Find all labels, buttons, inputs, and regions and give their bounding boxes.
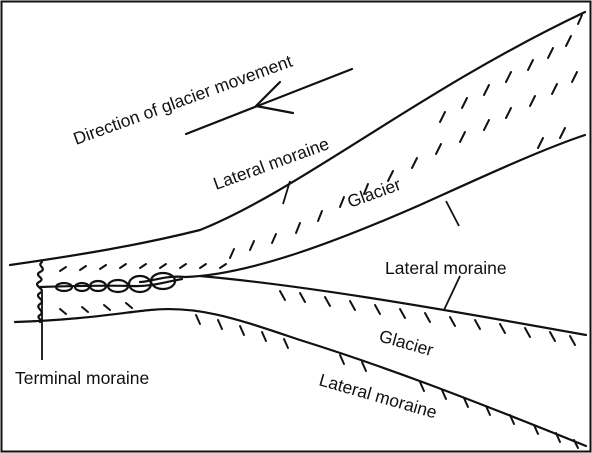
middle-lateral-moraine-hatching bbox=[280, 291, 575, 345]
glacier-lower-label: Glacier bbox=[377, 326, 436, 361]
lateral-middle-leader bbox=[444, 276, 460, 310]
glacier-upper-label: Glacier bbox=[345, 174, 404, 212]
lateral-moraine-upper-label: Lateral moraine bbox=[211, 133, 332, 193]
lateral-moraine-middle-label: Lateral moraine bbox=[385, 258, 507, 278]
lateral-moraine-lower-label: Lateral moraine bbox=[317, 370, 439, 423]
upper-glacier-inner-edge bbox=[185, 135, 585, 277]
terminal-moraine-label: Terminal moraine bbox=[15, 368, 149, 388]
medial-moraine-chain bbox=[40, 273, 182, 292]
glacier-upper-leader bbox=[446, 201, 459, 226]
